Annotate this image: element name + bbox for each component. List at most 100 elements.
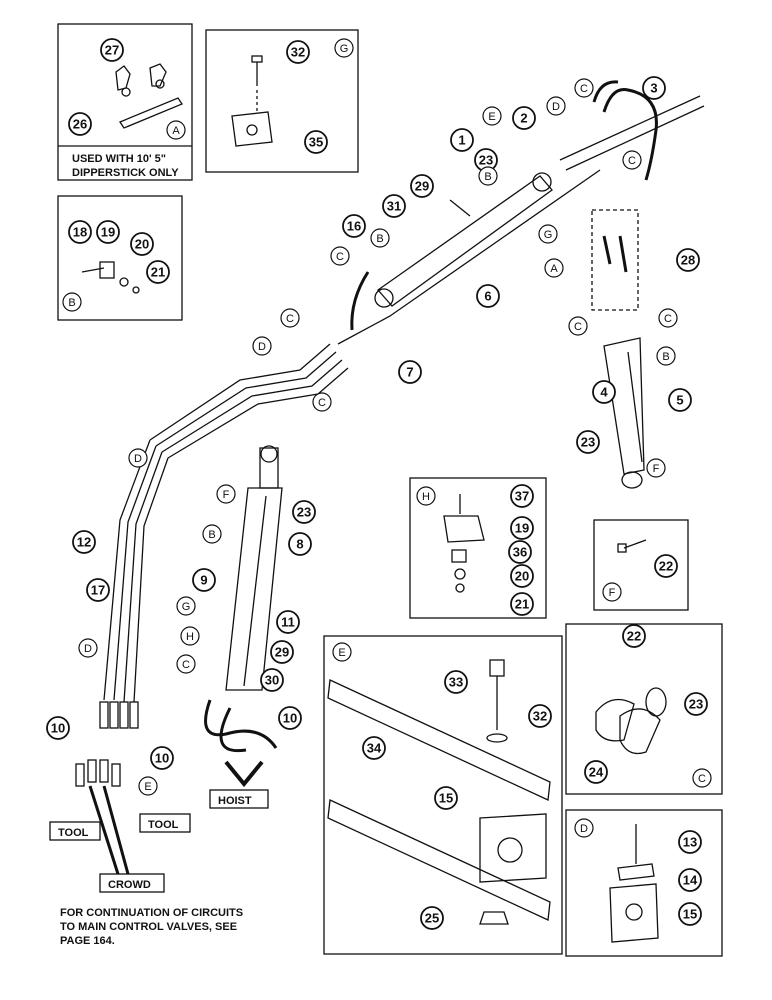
part-number: 34: [367, 741, 382, 756]
circuit-letter-lC1: C: [574, 78, 594, 98]
part-callout-p10b: 10: [150, 746, 174, 770]
hoist-cylinder-part-8: [225, 445, 283, 691]
note-continuation-3: PAGE 164.: [60, 935, 115, 947]
part-callout-p29a: 29: [410, 174, 434, 198]
flange-halves-part-24: [595, 687, 667, 755]
part-callout-p17: 17: [86, 578, 110, 602]
part-number: 29: [275, 645, 289, 660]
part-callout-p21a: 21: [146, 260, 170, 284]
part-callout-p32b: 32: [528, 704, 552, 728]
boom-cylinder: [374, 172, 553, 308]
part-callout-p13: 13: [678, 830, 702, 854]
clamp-assembly-h: [443, 494, 485, 593]
part-callout-p7: 7: [398, 360, 422, 384]
part-callout-p3: 3: [642, 76, 666, 100]
part-callout-p27: 27: [100, 38, 124, 62]
part-callout-p15a: 15: [434, 786, 458, 810]
part-number: 19: [101, 225, 115, 240]
part-number: 14: [683, 873, 698, 888]
circuit-letter-lC7: C: [312, 392, 332, 412]
hose-part-10-hoist: [204, 699, 278, 753]
part-callout-p9: 9: [192, 568, 216, 592]
block-part-15-e: [479, 813, 547, 883]
circuit-letter-text: G: [544, 229, 553, 241]
circuit-letter-text: F: [653, 463, 660, 475]
part-number: 7: [406, 365, 413, 380]
circuit-letter-lE2: E: [138, 776, 158, 796]
circuit-letter-text: C: [286, 313, 294, 325]
part-number: 18: [73, 225, 87, 240]
part-number: 11: [281, 615, 295, 630]
circuit-letter-lD3: D: [128, 448, 148, 468]
circuit-letter-text: A: [550, 263, 558, 275]
panel-letter-text: D: [580, 823, 588, 835]
part-callout-p23d: 23: [684, 692, 708, 716]
panel-letter-text: H: [422, 491, 430, 503]
circuit-letter-text: H: [186, 631, 194, 643]
panel-letter-text: A: [172, 125, 180, 137]
part-callout-p23b: 23: [576, 430, 600, 454]
svg-text:TOOL: TOOL: [58, 827, 89, 839]
panel-letter-a: A: [166, 120, 186, 140]
nut-part-25: [479, 911, 509, 925]
circuit-letter-lD2: D: [252, 336, 272, 356]
bar-part-26: [119, 97, 183, 129]
pipe-bundle-upper: [149, 95, 705, 459]
dashed-cylinder-guide: [591, 209, 639, 311]
part-number: 6: [484, 289, 491, 304]
part-callout-p19a: 19: [96, 220, 120, 244]
plate-part-34-upper: [327, 679, 551, 801]
part-callout-p19b: 19: [510, 516, 534, 540]
part-callout-p16: 16: [342, 214, 366, 238]
svg-text:HOIST: HOIST: [218, 795, 252, 807]
part-callout-p29b: 29: [270, 640, 294, 664]
circuit-letter-lD1: D: [546, 96, 566, 116]
part-number: 4: [600, 385, 608, 400]
part-callout-p23c: 23: [292, 500, 316, 524]
panel-g-frame: [205, 29, 359, 173]
part-number: 15: [439, 791, 453, 806]
part-number: 5: [676, 393, 683, 408]
fittings-part-10: [75, 701, 139, 787]
label-hoist: HOIST: [209, 789, 269, 809]
part-number: 36: [513, 545, 527, 560]
circuit-letter-lC5: C: [658, 308, 678, 328]
circuit-letter-text: D: [84, 643, 92, 655]
part-callout-p14: 14: [678, 868, 702, 892]
note-continuation-1: FOR CONTINUATION OF CIRCUITS: [60, 907, 243, 919]
circuit-letter-lF2: F: [216, 484, 236, 504]
circuit-letter-lC4: C: [568, 316, 588, 336]
part-number: 15: [683, 907, 697, 922]
part-callout-p20b: 20: [510, 564, 534, 588]
part-callout-p8: 8: [288, 532, 312, 556]
circuit-letter-lB4: B: [202, 524, 222, 544]
part-callout-p4: 4: [592, 380, 616, 404]
part-number: 28: [681, 253, 695, 268]
panel-letter-d: D: [574, 818, 594, 838]
part-number: 23: [581, 435, 595, 450]
part-callout-p24: 24: [584, 760, 608, 784]
part-number: 12: [77, 535, 91, 550]
part-number: 21: [515, 597, 529, 612]
pipe-bundle-lower: [103, 439, 169, 703]
part-callout-p34: 34: [362, 736, 386, 760]
part-callout-p22b: 22: [622, 624, 646, 648]
part-number: 10: [51, 721, 65, 736]
part-number: 27: [105, 43, 119, 58]
circuit-letter-text: E: [144, 781, 151, 793]
part-callout-p21b: 21: [510, 592, 534, 616]
part-number: 13: [683, 835, 697, 850]
note-used-with: USED WITH 10' 5": [72, 153, 166, 165]
part-number: 22: [627, 629, 641, 644]
part-callout-p25: 25: [420, 906, 444, 930]
part-callout-p33: 33: [444, 670, 468, 694]
part-callout-p5: 5: [668, 388, 692, 412]
svg-text:TOOL: TOOL: [148, 819, 179, 831]
panel-letter-c: C: [692, 768, 712, 788]
part-number: 2: [520, 111, 527, 126]
part-callout-p35: 35: [304, 130, 328, 154]
part-number: 23: [479, 153, 493, 168]
part-number: 31: [387, 199, 401, 214]
part-callout-p6: 6: [476, 284, 500, 308]
